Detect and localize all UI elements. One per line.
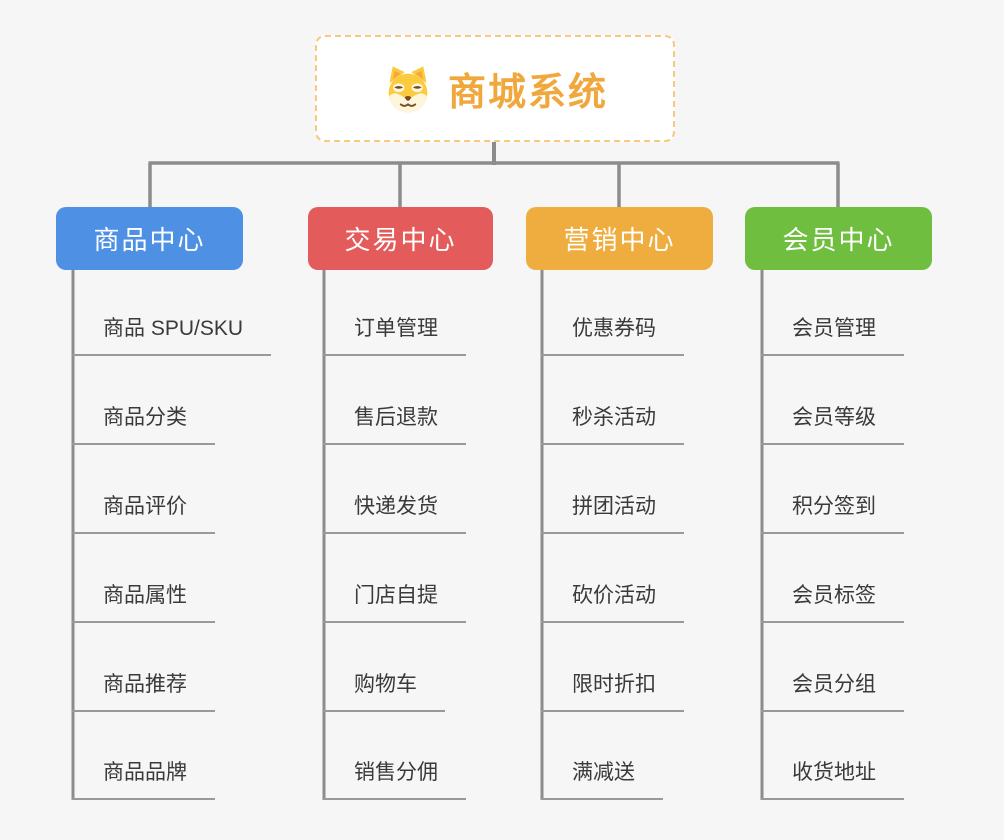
leaf-node[interactable]: 秒杀活动	[541, 404, 684, 445]
leaf-node[interactable]: 商品品牌	[72, 759, 215, 800]
leaf-node[interactable]: 会员标签	[761, 582, 904, 623]
branch-label: 会员中心	[782, 225, 895, 255]
leaf-node[interactable]: 拼团活动	[541, 493, 684, 534]
leaf-node[interactable]: 商品推荐	[72, 671, 215, 712]
leaf-node[interactable]: 积分签到	[761, 493, 904, 534]
leaf-node[interactable]: 商品属性	[72, 582, 215, 623]
leaf-node[interactable]: 订单管理	[323, 315, 466, 356]
leaf-node[interactable]: 会员分组	[761, 671, 904, 712]
leaf-node[interactable]: 快递发货	[323, 493, 466, 534]
branch-node-member-center[interactable]: 会员中心	[745, 207, 932, 270]
branch-label: 交易中心	[344, 225, 457, 255]
leaf-node[interactable]: 会员等级	[761, 404, 904, 445]
branch-label: 营销中心	[563, 225, 676, 255]
leaf-node[interactable]: 收货地址	[761, 759, 904, 800]
leaf-node[interactable]: 销售分佣	[323, 759, 466, 800]
leaf-node[interactable]: 商品分类	[72, 404, 215, 445]
branch-label: 商品中心	[93, 225, 206, 255]
leaf-node[interactable]: 会员管理	[761, 315, 904, 356]
branch-node-trade-center[interactable]: 交易中心	[308, 207, 493, 270]
branch-column-member: 会员管理 会员等级 积分签到 会员标签 会员分组 收货地址	[761, 270, 1004, 810]
root-node-title: 商城系统	[447, 72, 608, 114]
shiba-dog-icon	[382, 64, 434, 114]
leaf-node[interactable]: 砍价活动	[541, 582, 684, 623]
leaf-node[interactable]: 优惠券码	[541, 315, 684, 356]
branch-node-product-center[interactable]: 商品中心	[56, 207, 243, 270]
root-node[interactable]: 商城系统	[315, 35, 675, 142]
leaf-node[interactable]: 售后退款	[323, 404, 466, 445]
leaf-node[interactable]: 限时折扣	[541, 671, 684, 712]
branch-column-trade: 订单管理 售后退款 快递发货 门店自提 购物车 销售分佣	[323, 270, 573, 810]
branch-column-marketing: 优惠券码 秒杀活动 拼团活动 砍价活动 限时折扣 满减送	[541, 270, 791, 810]
leaf-node[interactable]: 满减送	[541, 759, 663, 800]
leaf-node[interactable]: 购物车	[323, 671, 445, 712]
branch-node-marketing-center[interactable]: 营销中心	[526, 207, 713, 270]
leaf-node[interactable]: 商品 SPU/SKU	[72, 315, 272, 356]
branch-column-product: 商品 SPU/SKU 商品分类 商品评价 商品属性 商品推荐 商品品牌	[72, 270, 322, 810]
leaf-node[interactable]: 门店自提	[323, 582, 466, 623]
leaf-node[interactable]: 商品评价	[72, 493, 215, 534]
